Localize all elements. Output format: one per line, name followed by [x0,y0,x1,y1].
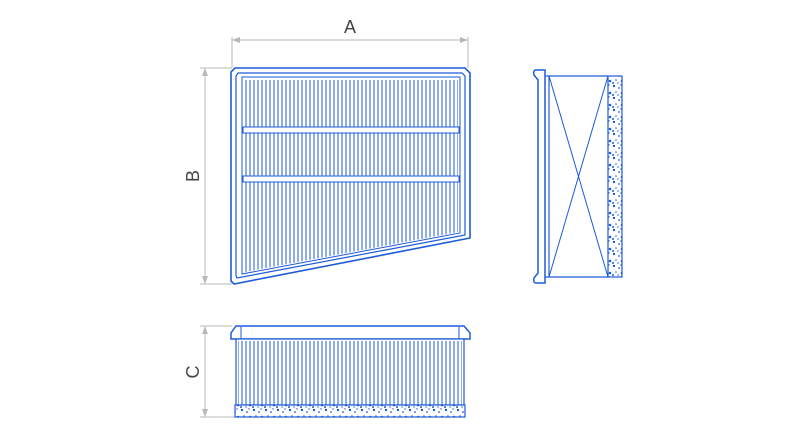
dimension-a: A [231,17,469,68]
front-view [230,67,471,285]
support-bar-2 [242,175,460,183]
support-bar-1 [242,126,460,134]
dimension-label-b: B [183,170,203,182]
front-frame-inner [241,76,461,275]
front-frame-outer [230,67,471,285]
side-foam-seal [607,75,623,278]
top-view-foam-seal [234,404,466,418]
front-frame-mid [235,72,466,279]
side-view [533,69,623,284]
dimension-c: C [183,325,236,418]
dimension-label-c: C [183,366,203,379]
top-view [230,325,471,418]
top-view-pleats [238,341,462,405]
side-cross-2 [548,75,609,278]
top-view-lip [230,325,471,340]
dimension-label-a: A [344,17,356,37]
side-frame-edge [533,69,546,284]
dimension-b: B [183,67,232,285]
